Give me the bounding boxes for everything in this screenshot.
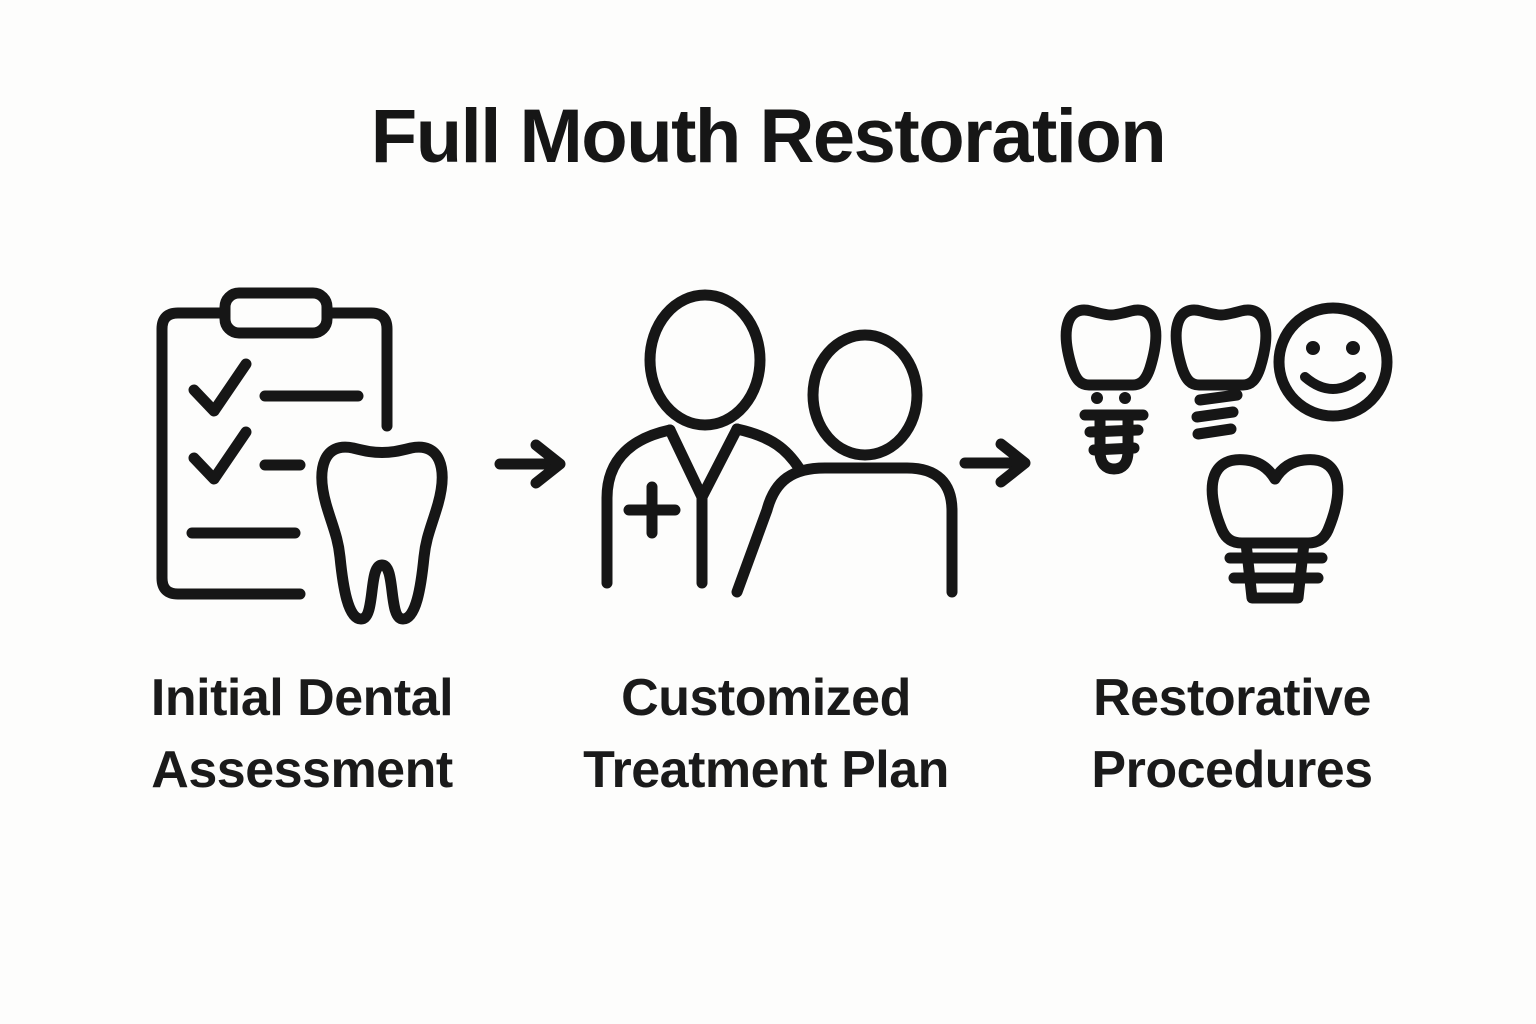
screw-thread [1084,424,1144,438]
smiley-mouth [1300,372,1366,394]
screw-thread [1088,442,1140,456]
doctor-head [644,289,766,431]
screw-thread [1192,423,1237,440]
implant-base [1240,537,1310,604]
smiley-eye [1306,341,1320,355]
doctor-left-shoulder [601,424,676,589]
right-arrow-icon [959,438,1031,488]
step-label-restorative-procedures: Restorative Procedures [1091,669,1373,799]
crown-icon [1060,304,1162,391]
molar-crown-icon [1206,454,1344,549]
clipboard-checklist-tooth-icon [156,287,448,625]
page-title: Full Mouth Restoration [370,94,1167,179]
patient-body-mask [737,468,952,598]
checkmark [188,358,252,417]
crown-icon [1170,304,1272,391]
screw-thread [1194,389,1243,406]
doctor-patient-icon [601,289,958,598]
implant-dot [1091,392,1103,404]
implant-screw [1094,409,1134,475]
medical-cross-icon [623,481,681,539]
patient-head [807,329,923,461]
dental-implants-smiley-icon [1060,302,1393,604]
smiley-eye [1346,341,1360,355]
checkmark [188,426,252,485]
tooth-outline [316,441,448,625]
right-arrow-icon [494,439,566,489]
implant-dot [1119,392,1131,404]
clipboard-clip [219,287,333,339]
smiley-face-icon [1273,302,1393,422]
patient-body [731,462,958,598]
doctor-right-shoulder [731,423,805,474]
step-label-initial-dental-assessment: Initial Dental Assessment [150,669,454,799]
step-label-customized-treatment-plan: Customized Treatment Plan [583,669,949,799]
clipboard-outline [156,307,393,600]
doctor-lapel [664,423,743,503]
screw-thread [1191,406,1239,423]
